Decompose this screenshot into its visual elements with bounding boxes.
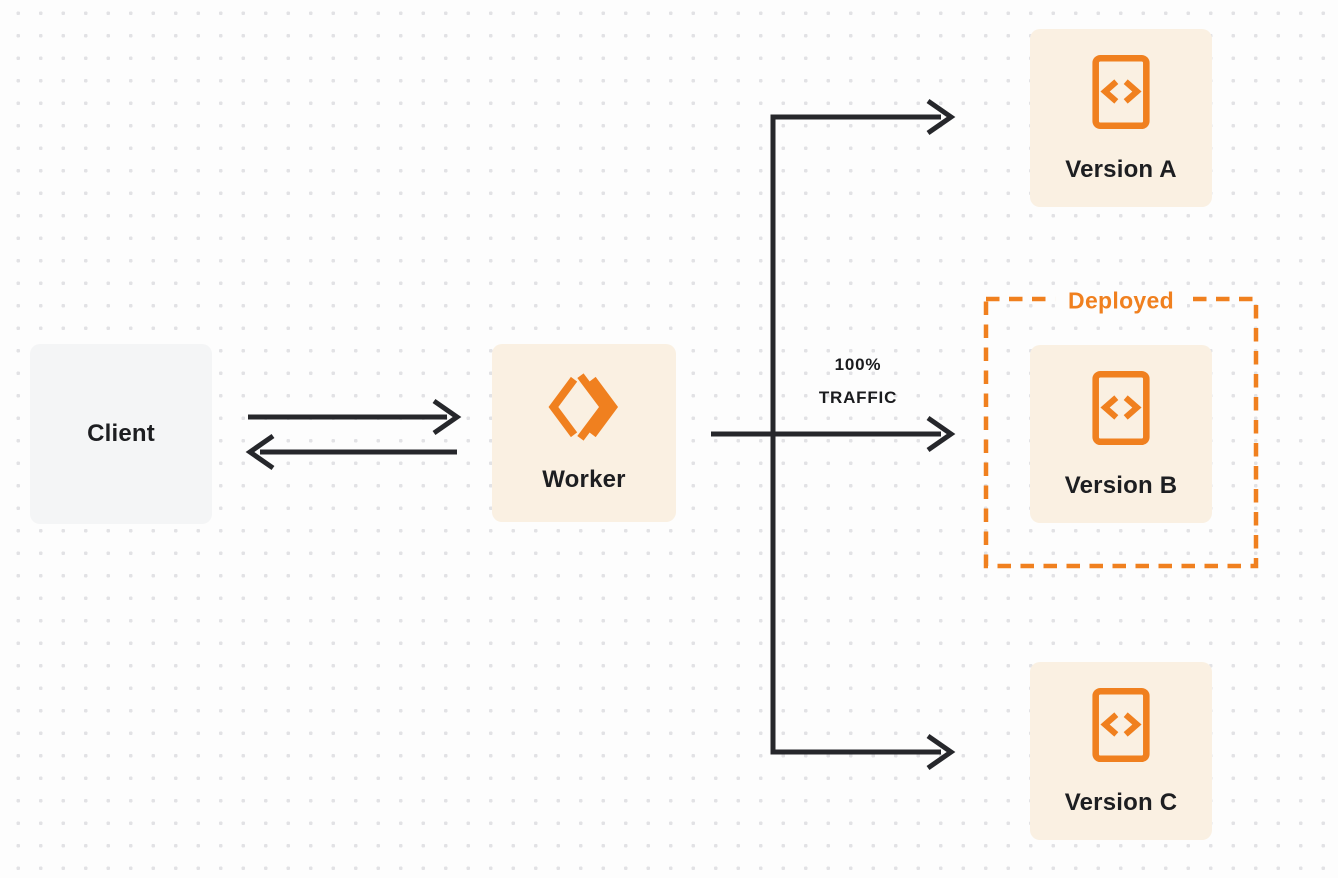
arrowhead-version-c	[926, 733, 956, 771]
cloudflare-workers-logo-icon	[547, 372, 621, 446]
edge-client-to-worker	[248, 398, 462, 436]
worker-label: Worker	[542, 465, 626, 493]
code-file-icon	[1091, 369, 1151, 452]
version-b-label: Version B	[1064, 471, 1178, 499]
node-client: Client	[30, 344, 212, 524]
traffic-annotation: 100% TRAFFIC	[772, 348, 944, 414]
arrowhead-version-a	[926, 98, 956, 136]
edge-worker-to-client	[245, 433, 457, 471]
node-version-a: Version A	[1030, 29, 1212, 207]
deployed-group-label: Deployed	[1055, 287, 1187, 315]
node-version-c: Version C	[1030, 662, 1212, 840]
version-c-label: Version C	[1064, 788, 1178, 816]
code-file-icon	[1091, 53, 1151, 136]
node-worker: Worker	[492, 344, 676, 522]
traffic-annotation-line2: TRAFFIC	[818, 388, 898, 407]
edge-worker-to-version-b	[711, 415, 956, 453]
node-version-b: Version B	[1030, 345, 1212, 523]
client-label: Client	[87, 420, 155, 447]
code-file-icon	[1091, 686, 1151, 769]
edge-branch-trunk	[770, 98, 956, 771]
version-a-label: Version A	[1065, 155, 1177, 183]
traffic-annotation-line1: 100%	[834, 355, 882, 374]
